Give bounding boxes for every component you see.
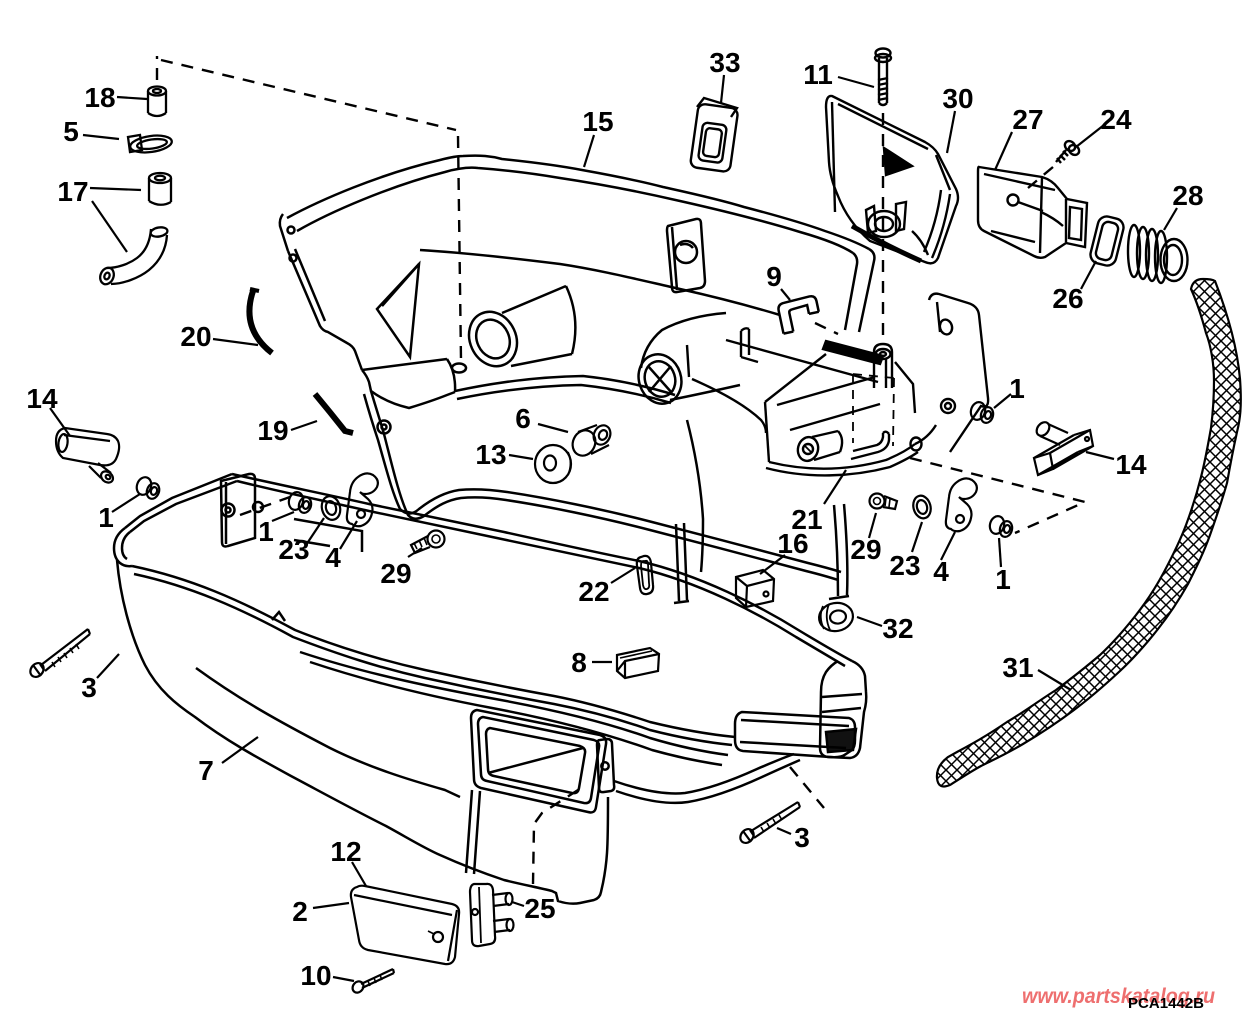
svg-text:3: 3 xyxy=(81,672,97,703)
svg-text:12: 12 xyxy=(330,836,361,867)
svg-text:23: 23 xyxy=(278,534,309,565)
svg-text:5: 5 xyxy=(63,116,79,147)
svg-text:15: 15 xyxy=(582,106,613,137)
svg-text:16: 16 xyxy=(777,528,808,559)
svg-text:25: 25 xyxy=(524,893,555,924)
svg-text:11: 11 xyxy=(803,59,833,90)
svg-text:28: 28 xyxy=(1172,180,1203,211)
svg-text:www.partskatalog.ru: www.partskatalog.ru xyxy=(1022,985,1215,1008)
svg-text:20: 20 xyxy=(180,321,211,352)
svg-text:26: 26 xyxy=(1052,283,1083,314)
svg-text:4: 4 xyxy=(933,556,949,587)
svg-text:1: 1 xyxy=(1009,373,1025,404)
svg-text:8: 8 xyxy=(571,647,587,678)
svg-text:1: 1 xyxy=(98,502,114,533)
svg-text:32: 32 xyxy=(882,613,913,644)
svg-text:29: 29 xyxy=(380,558,411,589)
svg-text:22: 22 xyxy=(578,576,609,607)
svg-text:7: 7 xyxy=(198,755,214,786)
svg-text:1: 1 xyxy=(258,516,274,547)
svg-text:33: 33 xyxy=(709,47,740,78)
svg-text:13: 13 xyxy=(475,439,506,470)
svg-text:9: 9 xyxy=(766,261,782,292)
svg-text:30: 30 xyxy=(942,83,973,114)
svg-text:27: 27 xyxy=(1012,104,1043,135)
svg-text:PCA1442B: PCA1442B xyxy=(1128,995,1204,1012)
svg-text:17: 17 xyxy=(57,176,88,207)
svg-text:19: 19 xyxy=(257,415,288,446)
svg-text:6: 6 xyxy=(515,403,531,434)
svg-text:10: 10 xyxy=(300,960,331,991)
svg-text:3: 3 xyxy=(794,822,810,853)
svg-text:31: 31 xyxy=(1002,652,1033,683)
svg-text:18: 18 xyxy=(84,82,115,113)
svg-text:29: 29 xyxy=(850,534,881,565)
svg-text:1: 1 xyxy=(995,564,1011,595)
svg-text:23: 23 xyxy=(889,550,920,581)
svg-text:4: 4 xyxy=(325,542,341,573)
svg-text:14: 14 xyxy=(1115,449,1147,480)
svg-text:24: 24 xyxy=(1100,104,1132,135)
svg-text:21: 21 xyxy=(791,504,822,535)
svg-text:14: 14 xyxy=(26,383,58,414)
svg-text:2: 2 xyxy=(292,896,308,927)
